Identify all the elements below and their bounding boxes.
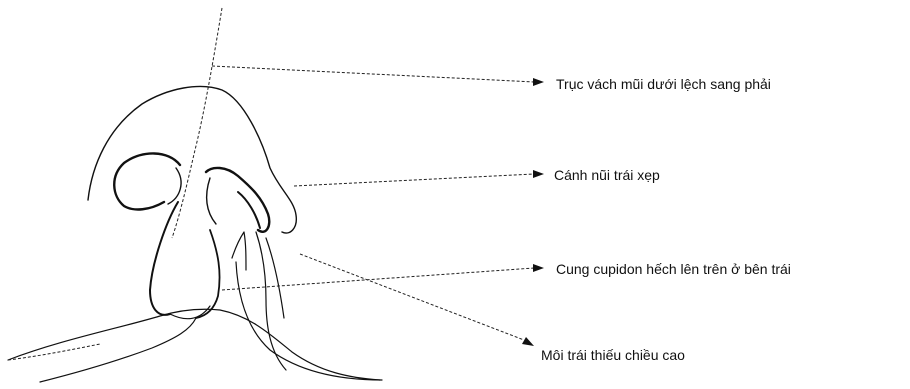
right-nostril-rim <box>168 168 181 204</box>
label-lip-height: Môi trái thiếu chiều cao <box>541 347 685 363</box>
leader-wing <box>294 174 534 186</box>
right-ala-outline <box>114 153 180 209</box>
leader-septum <box>212 66 534 82</box>
left-nostril-rim <box>207 178 216 224</box>
leader-cupid <box>222 268 534 290</box>
lower-lip-left <box>8 309 380 380</box>
philtrum-left <box>196 230 220 318</box>
septal-axis-line <box>172 8 222 238</box>
arrowhead-wing <box>533 170 544 178</box>
columella-outline <box>150 202 178 315</box>
arrowhead-cupid <box>533 264 544 272</box>
cupid-bow-peak-1 <box>232 232 246 270</box>
label-cupid-bow: Cung cupidon hếch lên trên ở bên trái <box>556 261 791 277</box>
left-nostril-inner <box>238 192 260 228</box>
cupid-bow-peak-3 <box>266 238 284 318</box>
label-collapsed-ala: Cánh nũi trái xẹp <box>554 167 660 183</box>
left-ala-outline <box>206 168 269 232</box>
lip-left-dotted <box>8 344 100 360</box>
arrowhead-lip <box>522 337 534 346</box>
arrowhead-septum <box>533 78 544 86</box>
label-septum-deviation: Trục vách mũi dưới lệch sang phải <box>556 76 771 92</box>
nose-dome-outline <box>88 86 296 233</box>
leader-lip <box>300 254 524 340</box>
